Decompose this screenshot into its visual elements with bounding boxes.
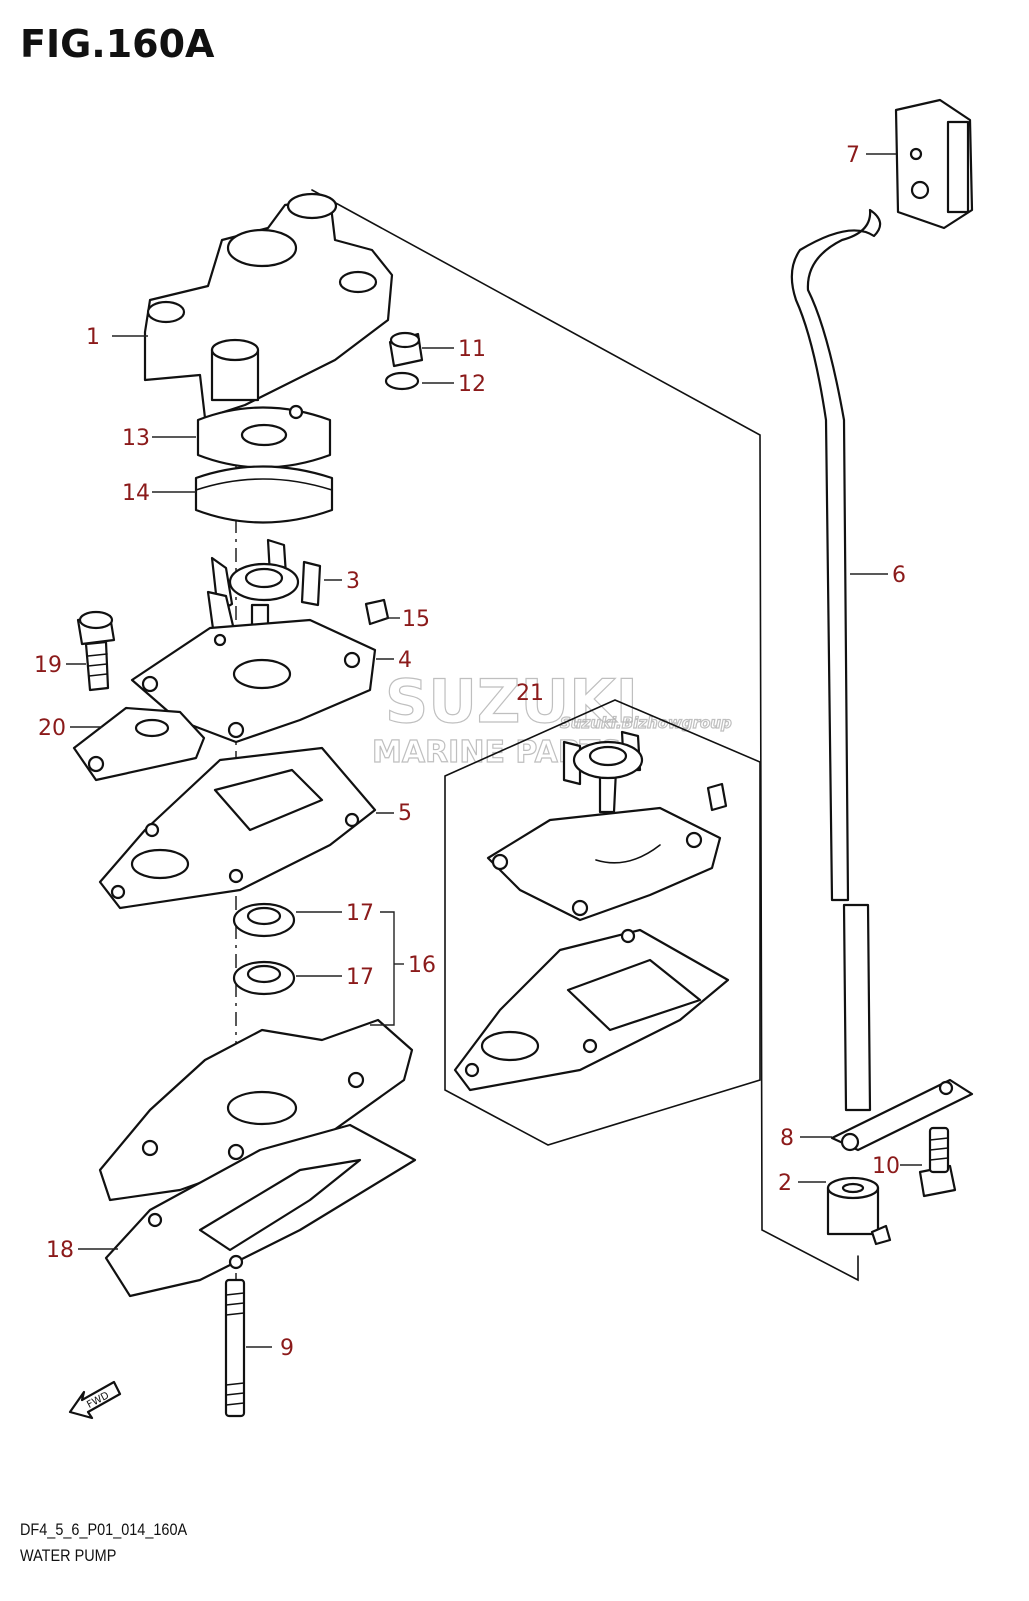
pump-housing: [143, 192, 394, 420]
bolt-19: [76, 610, 116, 692]
nut: [388, 331, 424, 368]
callout-12: 12: [458, 372, 486, 397]
callout-4: 4: [398, 648, 412, 673]
figure-title: FIG.160A: [20, 22, 215, 66]
kit-gasket: [453, 928, 730, 1092]
impeller-key: [364, 598, 390, 626]
oil-seal-lower: [232, 960, 296, 996]
kit-key: [706, 782, 728, 812]
callout-19: 19: [34, 653, 62, 678]
stud-bolt: [224, 1278, 246, 1418]
gasket-5: [98, 746, 377, 910]
lower-pump-case: [98, 1018, 414, 1202]
washer: [384, 371, 420, 391]
callout-15: 15: [402, 607, 430, 632]
callout-10: 10: [872, 1154, 900, 1179]
callout-18: 18: [46, 1238, 74, 1263]
gasket-20: [72, 706, 206, 782]
tube-clamp: [830, 1078, 974, 1152]
callout-labels: 1 2 3 4 5 6 7 8 9 10 11 12 13 14 15 16 1…: [34, 143, 906, 1361]
assembly-bracket-outline: [311, 189, 859, 1282]
watermark-line1: SUZUKI: [385, 667, 638, 737]
callout-6: 6: [892, 563, 906, 588]
footer: DF4_5_6_P01_014_160A WATER PUMP: [20, 1517, 217, 1569]
bolt-10: [918, 1126, 957, 1198]
callout-17-lower: 17: [346, 965, 374, 990]
tube-grommet: [826, 1176, 892, 1246]
figure-code: DF4_5_6_P01_014_160A: [20, 1520, 188, 1539]
callout-1: 1: [86, 325, 100, 350]
pump-plate: [130, 618, 377, 744]
callout-16: 16: [408, 953, 436, 978]
oil-seal-upper: [232, 902, 296, 938]
repair-kit-box: [444, 699, 761, 1146]
leader-lines: [66, 153, 922, 1348]
callout-11: 11: [458, 337, 486, 362]
water-tube: [790, 208, 882, 1112]
callout-7: 7: [846, 143, 860, 168]
callout-14: 14: [122, 481, 150, 506]
grommet: [894, 98, 974, 230]
callout-2: 2: [778, 1171, 792, 1196]
callout-17-upper: 17: [346, 901, 374, 926]
callout-21: 21: [516, 681, 544, 706]
kit-plate: [486, 806, 722, 922]
watermark-small: Suzuki.Bizhowgroup: [560, 714, 732, 732]
callout-13: 13: [122, 426, 150, 451]
callout-3: 3: [346, 569, 360, 594]
impeller: [206, 538, 322, 642]
pump-case-liner: [196, 404, 332, 469]
watermark: SUZUKI MARINE PARTS Suzuki.Bizhowgroup: [371, 666, 732, 770]
callout-20: 20: [38, 716, 66, 741]
callout-5: 5: [398, 801, 412, 826]
callout-9: 9: [280, 1336, 294, 1361]
forward-direction-arrow: FWD: [68, 1380, 122, 1420]
callout-8: 8: [780, 1126, 794, 1151]
impeller-ring: [194, 465, 334, 524]
figure-name: WATER PUMP: [20, 1546, 117, 1565]
kit-impeller: [562, 730, 644, 814]
fwd-label: FWD: [85, 1390, 111, 1411]
gasket-18: [104, 1123, 417, 1298]
